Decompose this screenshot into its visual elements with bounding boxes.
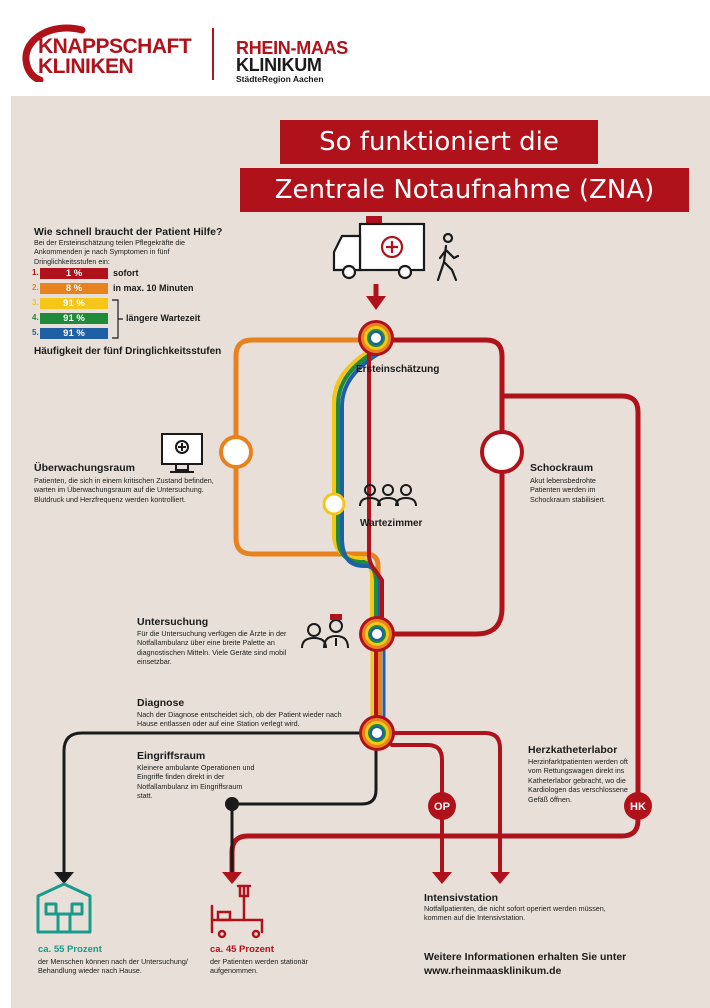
eingriff-text: Kleinere ambulante Operationen und Eingr… — [137, 763, 255, 801]
title-line1: So funktioniert die — [280, 120, 598, 164]
logo-knappschaft-line2: KLINIKEN — [38, 55, 134, 78]
logo-knappschaft-line1: KNAPPSCHAFT — [38, 35, 192, 58]
herz-text: Herzinfarktpatienten werden oft vom Rett… — [528, 757, 628, 804]
station-untersuchung — [359, 616, 395, 652]
arrow-home-icon — [54, 872, 74, 884]
station-wartezimmer — [322, 492, 346, 516]
station-diagnose — [359, 715, 395, 751]
logo-rhein-maas-sub: StädteRegion Aachen — [236, 74, 324, 84]
urgency-heading: Wie schnell braucht der Patient Hilfe? — [34, 226, 223, 238]
level-3-number: 3. — [32, 298, 39, 307]
title-line2: Zentrale Notaufnahme (ZNA) — [240, 168, 689, 212]
home-percent: ca. 55 Prozent — [38, 944, 102, 955]
station-ersteinschaetzung — [358, 320, 394, 356]
svg-text:HK: HK — [630, 801, 646, 813]
level-1-bar: 1 % — [40, 268, 108, 279]
untersuchung-text: Für die Untersuchung verfügen die Ärzte … — [137, 629, 287, 667]
hk-badge: HK — [624, 792, 652, 820]
home-text: der Menschen können nach der Untersuchun… — [38, 957, 188, 976]
station-schockraum — [480, 430, 524, 474]
logo-rhein-maas-line2: KLINIKUM — [236, 55, 322, 75]
ambulance-icon — [332, 216, 426, 280]
route-red-wait — [367, 338, 384, 632]
level-2-number: 2. — [32, 283, 39, 292]
route-eingriff — [230, 738, 378, 874]
ward-text: der Patienten werden stationär aufgenomm… — [210, 957, 308, 976]
doctor-patient-icon — [301, 614, 349, 649]
route-red-hk — [229, 393, 641, 875]
route-red-shock — [377, 337, 505, 637]
label-wartezimmer: Wartezimmer — [360, 518, 423, 529]
diagnose-text: Nach der Diagnose entscheidet sich, ob d… — [137, 710, 342, 729]
schockraum-title: Schockraum — [530, 462, 594, 474]
schockraum-text: Akut lebensbedrohte Patienten werden im … — [530, 476, 606, 504]
route-orange — [233, 337, 381, 633]
levels-3-5-label: längere Wartezeit — [126, 313, 201, 323]
level-2-bar: 8 % — [40, 283, 108, 294]
logo-rhein-maas-line1: RHEIN-MAAS — [236, 38, 348, 58]
herz-title: Herzkatheterlabor — [528, 744, 618, 756]
level-2-label: in max. 10 Minuten — [113, 283, 194, 293]
untersuchung-title: Untersuchung — [137, 616, 209, 628]
label-ersteinschaetzung: Ersteinschätzung — [356, 364, 440, 375]
more-info-url[interactable]: www.rheinmaasklinikum.de — [424, 965, 562, 977]
house-icon — [36, 882, 92, 934]
walking-person-icon — [436, 232, 460, 282]
page-header: KNAPPSCHAFT KLINIKEN RHEIN-MAAS KLINIKUM… — [0, 0, 710, 96]
arrow-intensiv-icon — [490, 872, 510, 884]
bracket-icon — [112, 299, 123, 339]
route-home — [62, 731, 362, 874]
eingriff-title: Eingriffsraum — [137, 750, 206, 762]
level-1-number: 1. — [32, 268, 39, 277]
op-badge: OP — [428, 792, 456, 820]
diagnose-title: Diagnose — [137, 697, 185, 709]
station-ueberwachung — [219, 435, 253, 469]
svg-text:OP: OP — [434, 801, 450, 813]
level-4-number: 4. — [32, 313, 39, 322]
arrow-op-icon — [432, 872, 452, 884]
urgency-intro: Bei der Ersteinschätzung teilen Pflegekr… — [34, 238, 186, 266]
more-info-line1: Weitere Informationen erhalten Sie unter — [424, 951, 627, 963]
monitor-icon — [161, 433, 203, 473]
level-4-bar: 91 % — [40, 313, 108, 324]
ward-percent: ca. 45 Prozent — [210, 944, 274, 955]
route-op — [390, 743, 444, 874]
junction-eingriff — [225, 797, 239, 811]
hospital-bed-icon — [210, 884, 264, 939]
level-5-bar: 91 % — [40, 328, 108, 339]
ueberwachung-title: Überwachungsraum — [34, 462, 135, 474]
arrow-down-icon — [366, 296, 386, 310]
arrow-ward-icon — [222, 872, 242, 884]
level-5-number: 5. — [32, 328, 39, 337]
intensiv-title: Intensivstation — [424, 892, 499, 904]
knappschaft-logo-arc-icon — [22, 24, 86, 82]
logo-divider — [212, 28, 214, 80]
ueberwachung-text: Patienten, die sich in einem kritischen … — [34, 476, 214, 504]
level-3-bar: 91 % — [40, 298, 108, 309]
people-group-icon — [359, 484, 417, 507]
level-1-label: sofort — [113, 268, 139, 278]
route-intensiv — [390, 731, 502, 874]
intensiv-text: Notfallpatienten, die nicht sofort operi… — [424, 904, 606, 923]
urgency-footer: Häufigkeit der fünf Dringlichkeitsstufen — [34, 346, 222, 357]
